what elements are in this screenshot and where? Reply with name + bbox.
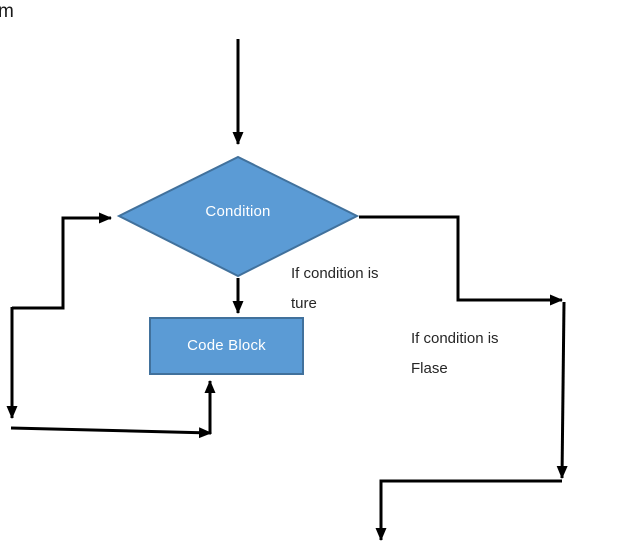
true-branch-label-line2: ture bbox=[291, 295, 317, 312]
false-branch-label-line1: If condition is bbox=[411, 330, 499, 347]
loopback-into-condition-arrow bbox=[12, 212, 112, 310]
true-branch-label-line1: If condition is bbox=[291, 265, 379, 282]
false-branch-label: If condition is Flase bbox=[411, 324, 499, 384]
right-drop-arrow bbox=[556, 301, 568, 479]
code-block-node-label: Code Block bbox=[187, 337, 266, 354]
code-block-node bbox=[149, 317, 304, 375]
false-branch-label-line2: Flase bbox=[411, 360, 448, 377]
true-branch-label: If condition is ture bbox=[291, 259, 379, 319]
condition-node bbox=[116, 155, 360, 278]
false-branch-elbow-arrow bbox=[359, 215, 563, 306]
stray-cropped-text: m bbox=[0, 1, 14, 22]
bottom-left-arrow bbox=[10, 426, 212, 439]
bottom-exit-arrow bbox=[375, 479, 562, 541]
condition-node-label: Condition bbox=[205, 203, 271, 220]
